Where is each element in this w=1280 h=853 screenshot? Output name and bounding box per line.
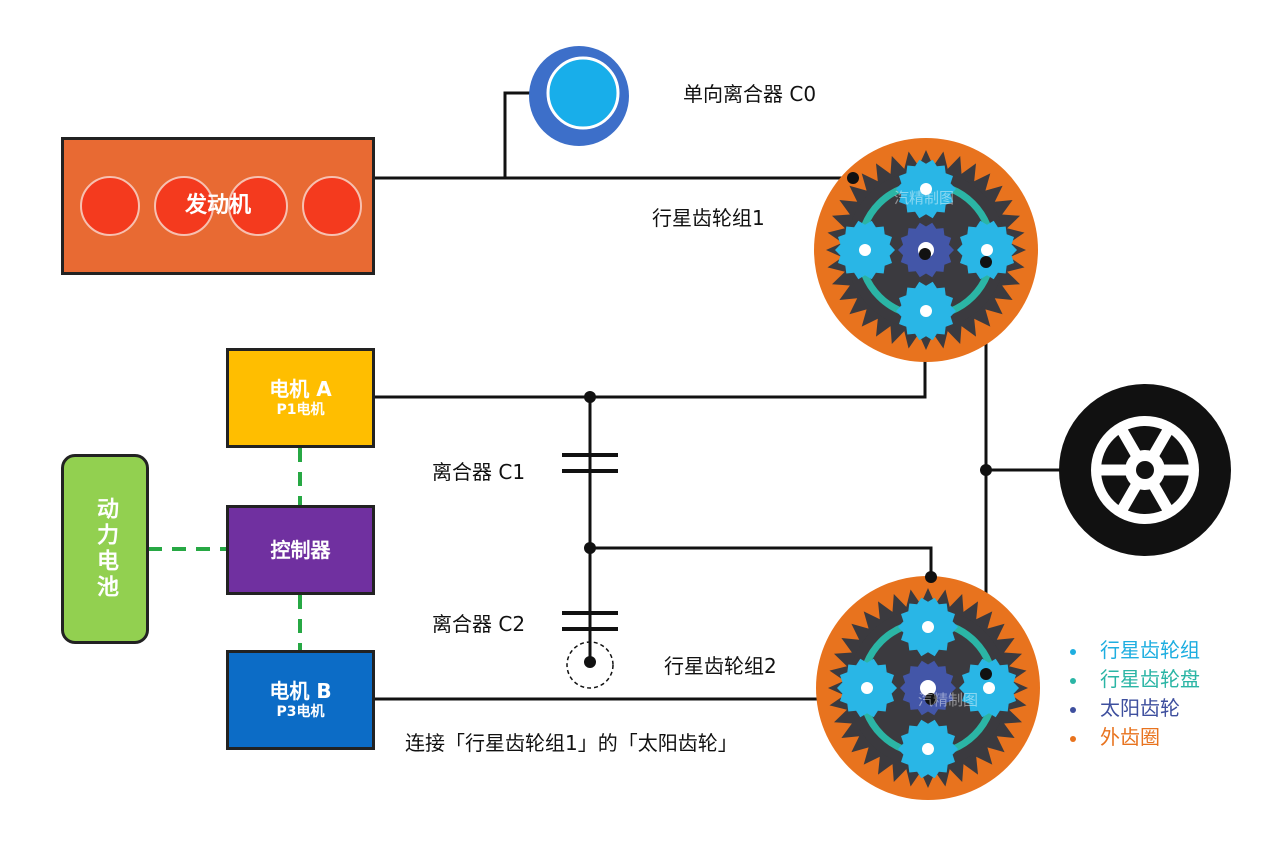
- legend-dot-icon: [1070, 677, 1076, 684]
- planetary-2-label: 行星齿轮组2: [664, 654, 777, 678]
- planetary-2-watermark: 汽精制图: [918, 691, 979, 709]
- control-links: [148, 448, 302, 650]
- battery-block: 动力电池: [61, 454, 149, 644]
- motor-a-sublabel: P1电机: [276, 402, 325, 418]
- clutch-c2-label: 离合器 C2: [432, 612, 526, 636]
- clutch-c1-label: 离合器 C1: [432, 460, 526, 484]
- motor-b-sublabel: P3电机: [276, 704, 325, 720]
- legend-dot-icon: [1070, 735, 1076, 742]
- legend-item-planet: 行星齿轮组: [1070, 634, 1200, 663]
- cylinder-icon: [154, 176, 214, 236]
- motor-a-label: 电机 A: [269, 377, 332, 401]
- legend-dot-icon: [1070, 706, 1076, 713]
- cylinder-icon: [80, 176, 140, 236]
- legend-label: 太阳齿轮: [1100, 696, 1180, 720]
- engine-label: 发动机: [184, 193, 251, 218]
- battery-label: 动力电池: [93, 497, 118, 601]
- engine-cylinders: [64, 140, 372, 272]
- planetary-1-label: 行星齿轮组1: [652, 206, 765, 230]
- legend-item-ring: 外齿圈: [1070, 721, 1160, 750]
- motor-a-block: 电机 A P1电机: [226, 348, 375, 448]
- motor-b-block: 电机 B P3电机: [226, 650, 375, 750]
- c1-to-pg2-line: [590, 546, 933, 577]
- junction-dots: [584, 172, 992, 705]
- legend-item-carrier: 行星齿轮盘: [1070, 663, 1200, 692]
- clutch-c1-icon: [562, 453, 618, 473]
- cylinder-icon: [302, 176, 362, 236]
- legend-label: 行星齿轮组: [1100, 638, 1200, 662]
- clutch-c0-label: 单向离合器 C0: [683, 82, 817, 106]
- clutch-c2-icon: [562, 611, 618, 631]
- controller-block: 控制器: [226, 505, 375, 595]
- engine-block: 发动机: [61, 137, 375, 275]
- motor-b-label: 电机 B: [269, 679, 332, 703]
- controller-label: 控制器: [270, 538, 331, 562]
- legend-dot-icon: [1070, 648, 1076, 655]
- legend-label: 行星齿轮盘: [1100, 667, 1200, 691]
- legend-item-sun: 太阳齿轮: [1070, 692, 1180, 721]
- planetary-1-watermark: 汽精制图: [894, 189, 955, 207]
- connection-note: 连接「行星齿轮组1」的「太阳齿轮」: [405, 731, 738, 755]
- ground-symbol-icon: [566, 641, 614, 689]
- clutch-c0-icon: [529, 46, 629, 146]
- legend-label: 外齿圈: [1100, 725, 1160, 749]
- wheel-icon: [1059, 384, 1231, 556]
- cylinder-icon: [228, 176, 288, 236]
- planetary-gear-set-2-icon: [816, 576, 1040, 800]
